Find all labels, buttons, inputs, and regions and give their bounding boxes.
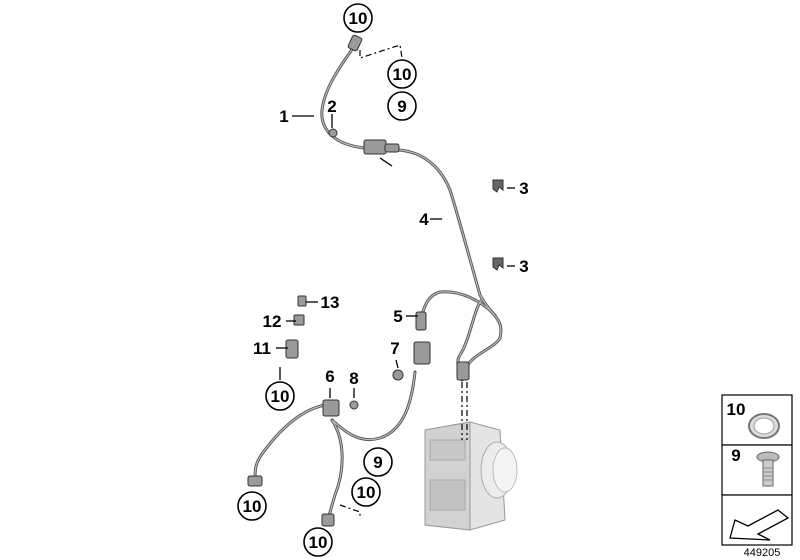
banjo-bolt-icon <box>756 451 780 487</box>
callout-label: 6 <box>325 367 334 386</box>
brake-hose-left <box>253 403 327 480</box>
legend-washer-label: 10 <box>727 400 746 419</box>
legend-bolt-label: 9 <box>731 446 740 465</box>
clip-upper <box>492 179 504 193</box>
callout-label: 10 <box>393 65 412 84</box>
callout-group: 10 10 9 1 2 3 4 3 5 13 12 11 7 6 8 10 9 … <box>237 3 529 557</box>
arrow-icon <box>729 509 790 541</box>
callout-circle <box>363 447 393 477</box>
callout-label: 11 <box>253 339 271 358</box>
brake-pipe-4 <box>393 148 503 372</box>
callout-label: 10 <box>271 387 290 406</box>
callout-circle <box>387 91 417 121</box>
callout-circle <box>343 3 373 33</box>
callout-label: 13 <box>321 293 340 312</box>
nut-7 <box>392 369 404 381</box>
abs-unit <box>424 421 518 531</box>
pipe-nut-top <box>384 143 400 153</box>
clips-3 <box>492 179 504 271</box>
callout-label: 10 <box>309 533 328 552</box>
callout-label: 1 <box>279 107 288 126</box>
pipe-nut-abs-1 <box>456 361 470 381</box>
callout-label: 3 <box>519 179 528 198</box>
clip-lower <box>492 257 504 271</box>
leader-lines <box>276 114 515 398</box>
bleed-screw-11 <box>285 339 299 359</box>
distributor-fitting <box>363 139 387 155</box>
callout-label: 2 <box>327 97 336 116</box>
banjo-fitting-top <box>347 34 363 52</box>
dash-dot-lines <box>339 44 468 518</box>
callout-circle <box>351 477 381 507</box>
callout-label: 10 <box>243 497 262 516</box>
callout-circle <box>303 527 333 557</box>
distributor-6 <box>322 399 340 417</box>
callout-label: 5 <box>393 307 402 326</box>
pipe-nut-5 <box>415 311 427 331</box>
callout-label: 3 <box>519 257 528 276</box>
bolt-2 <box>328 128 338 138</box>
legend-panel: 10 9 449205 <box>721 394 793 559</box>
callout-label: 9 <box>397 97 406 116</box>
callout-circle <box>387 59 417 89</box>
valve-12 <box>293 314 305 326</box>
fittings <box>247 34 470 527</box>
bracket-7 <box>413 341 431 365</box>
bolt-8 <box>349 400 359 410</box>
diagram-number: 449205 <box>744 547 781 559</box>
callout-label: 4 <box>419 210 429 229</box>
callout-circle <box>265 381 295 411</box>
callout-label: 9 <box>373 453 382 472</box>
cap-13 <box>297 295 307 307</box>
callout-label: 8 <box>349 369 358 388</box>
callout-circle <box>237 491 267 521</box>
callout-label: 7 <box>390 339 399 358</box>
callout-label: 10 <box>357 483 376 502</box>
callout-label: 12 <box>263 312 282 331</box>
brake-pipe-lower <box>330 370 417 441</box>
banjo-fitting-right <box>321 513 335 527</box>
banjo-fitting-left <box>247 475 263 487</box>
callout-label: 10 <box>349 9 368 28</box>
